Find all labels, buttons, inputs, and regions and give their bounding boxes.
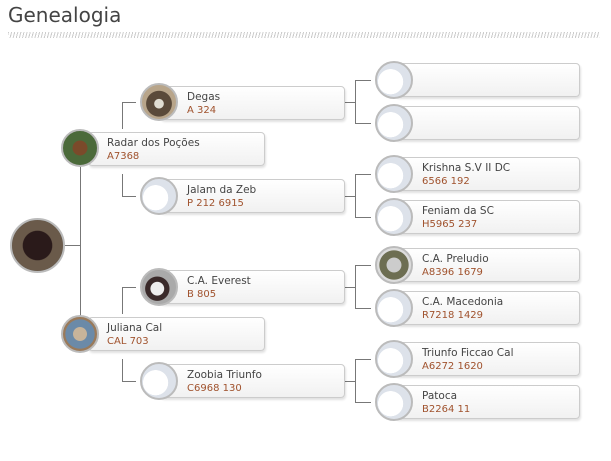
animal-photo <box>140 83 178 121</box>
connector <box>345 381 355 382</box>
animal-photo <box>140 268 178 306</box>
connector <box>122 381 136 382</box>
placeholder-photo-icon <box>375 198 413 236</box>
root-animal-photo[interactable] <box>10 218 65 273</box>
connector <box>122 102 136 103</box>
great-grandparent-card[interactable] <box>395 63 580 97</box>
connector <box>64 245 80 246</box>
connector <box>122 102 123 129</box>
connector <box>355 265 371 266</box>
registration-number: CAL 703 <box>107 336 149 347</box>
connector <box>355 265 356 308</box>
connector <box>122 287 136 288</box>
page-title: Genealogia <box>8 3 122 27</box>
animal-name: Degas <box>187 91 221 103</box>
registration-number: A8396 1679 <box>422 267 483 278</box>
grandparent-card[interactable]: Degas A 324 <box>160 86 345 120</box>
animal-photo <box>61 315 99 353</box>
great-grandparent-card[interactable]: Krishna S.V II DC 6566 192 <box>395 157 580 191</box>
registration-number: P 212 6915 <box>187 198 244 209</box>
animal-name: Krishna S.V II DC <box>422 162 511 174</box>
animal-name: Zoobia Triunfo <box>187 369 262 381</box>
connector <box>80 167 81 317</box>
animal-name: C.A. Everest <box>187 275 251 287</box>
animal-name: Patoca <box>422 390 458 402</box>
placeholder-photo-icon <box>375 155 413 193</box>
grandparent-card[interactable]: Jalam da Zeb P 212 6915 <box>160 179 345 213</box>
animal-name: Feniam da SC <box>422 205 494 217</box>
animal-name: C.A. Macedonia <box>422 296 504 308</box>
placeholder-photo-icon <box>375 104 413 142</box>
connector <box>355 174 371 175</box>
connector <box>122 359 123 381</box>
registration-number: A7368 <box>107 151 140 162</box>
registration-number: A6272 1620 <box>422 361 483 372</box>
connector <box>355 217 371 218</box>
connector <box>345 196 355 197</box>
parent-card-sire[interactable]: Radar dos Poções A7368 <box>88 132 265 166</box>
connector <box>355 80 356 123</box>
connector <box>345 102 355 103</box>
parent-card-dam[interactable]: Juliana Cal CAL 703 <box>88 317 265 351</box>
placeholder-photo-icon <box>375 289 413 327</box>
grandparent-card[interactable]: C.A. Everest B 805 <box>160 270 345 304</box>
connector <box>355 80 371 81</box>
great-grandparent-card[interactable]: Feniam da SC H5965 237 <box>395 200 580 234</box>
registration-number: A 324 <box>187 105 217 116</box>
animal-name: Triunfo Ficcao Cal <box>422 347 514 359</box>
connector <box>355 359 356 402</box>
placeholder-photo-icon <box>375 340 413 378</box>
animal-name: Jalam da Zeb <box>187 184 257 196</box>
registration-number: H5965 237 <box>422 219 478 230</box>
animal-photo <box>375 246 413 284</box>
placeholder-photo-icon <box>140 177 178 215</box>
animal-name: C.A. Preludio <box>422 253 489 265</box>
connector <box>355 359 371 360</box>
animal-name: Radar dos Poções <box>107 137 200 149</box>
placeholder-photo-icon <box>375 383 413 421</box>
connector <box>122 174 123 196</box>
registration-number: R7218 1429 <box>422 310 484 321</box>
connector <box>355 402 371 403</box>
connector <box>345 287 355 288</box>
title-divider <box>8 32 600 38</box>
placeholder-photo-icon <box>375 61 413 99</box>
connector <box>355 308 371 309</box>
great-grandparent-card[interactable] <box>395 106 580 140</box>
animal-name: Juliana Cal <box>107 322 163 334</box>
connector <box>355 123 371 124</box>
animal-photo <box>61 129 99 167</box>
connector <box>355 174 356 217</box>
registration-number: B2264 11 <box>422 404 471 415</box>
placeholder-photo-icon <box>140 362 178 400</box>
connector <box>122 287 123 314</box>
registration-number: 6566 192 <box>422 176 470 187</box>
connector <box>122 196 136 197</box>
registration-number: C6968 130 <box>187 383 242 394</box>
registration-number: B 805 <box>187 289 217 300</box>
